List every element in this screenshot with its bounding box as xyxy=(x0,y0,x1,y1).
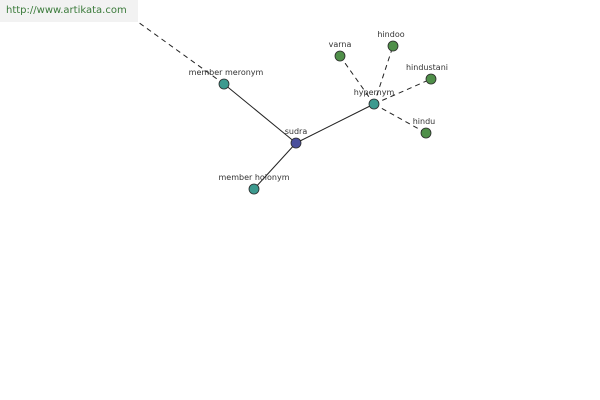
edge-sudra-member-meronym xyxy=(223,83,297,144)
node-hindoo[interactable] xyxy=(387,40,399,52)
edge-hypernym-hindoo xyxy=(373,45,394,105)
edge-sudra-hypernym xyxy=(295,103,375,144)
label-member-meronym: member meronym xyxy=(189,68,264,77)
node-sudra[interactable] xyxy=(290,137,302,149)
label-member-holonym: member holonym xyxy=(218,173,289,182)
label-hypernym: hypernym xyxy=(354,88,395,97)
node-hindu[interactable] xyxy=(420,127,432,139)
label-sudra: sudra xyxy=(285,127,308,136)
label-hindoo: hindoo xyxy=(377,30,404,39)
source-url[interactable]: http://www.artikata.com xyxy=(0,0,138,22)
label-hindu: hindu xyxy=(413,117,436,126)
label-varna: varna xyxy=(329,40,352,49)
graph-labels: sudra member meronym member holonym hyperny… xyxy=(189,30,448,182)
edge-hypernym-hindu xyxy=(373,103,427,134)
node-member-meronym[interactable] xyxy=(218,78,230,90)
edge-hypernym-hindustani xyxy=(373,78,432,105)
node-hypernym[interactable] xyxy=(368,98,380,110)
edge-hypernym-varna xyxy=(339,55,375,105)
label-hindustani: hindustani xyxy=(406,63,448,72)
node-hindustani[interactable] xyxy=(425,73,437,85)
node-member-holonym[interactable] xyxy=(248,183,260,195)
graph-edges xyxy=(137,21,432,190)
edge-sudra-member-holonym xyxy=(253,142,297,190)
node-varna[interactable] xyxy=(334,50,346,62)
graph-nodes xyxy=(218,40,437,195)
